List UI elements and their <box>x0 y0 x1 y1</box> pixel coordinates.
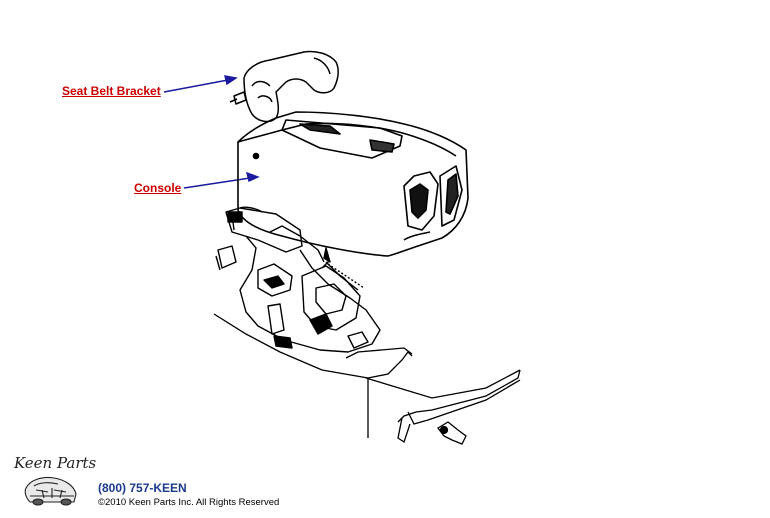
seat-belt-bracket-arrowhead <box>224 75 238 86</box>
leader-arrows <box>163 75 260 189</box>
shifter-mechanism-drawing <box>215 206 381 353</box>
keen-parts-logo <box>24 476 77 506</box>
seat-belt-bracket-leader <box>163 79 229 93</box>
console-link[interactable]: Console <box>134 181 182 195</box>
console-arrowhead <box>246 171 260 182</box>
seat-belt-bracket-drawing <box>229 50 339 123</box>
console-leader <box>183 177 251 189</box>
logo-wordmark: Keen Parts <box>14 454 97 472</box>
floor-tunnel-drawing <box>213 313 521 445</box>
console-drawing <box>237 111 469 257</box>
phone-number[interactable]: (800) 757-KEEN <box>98 481 187 495</box>
seat-belt-bracket-link[interactable]: Seat Belt Bracket <box>62 84 161 98</box>
copyright-notice: ©2010 Keen Parts Inc. All Rights Reserve… <box>98 497 280 508</box>
